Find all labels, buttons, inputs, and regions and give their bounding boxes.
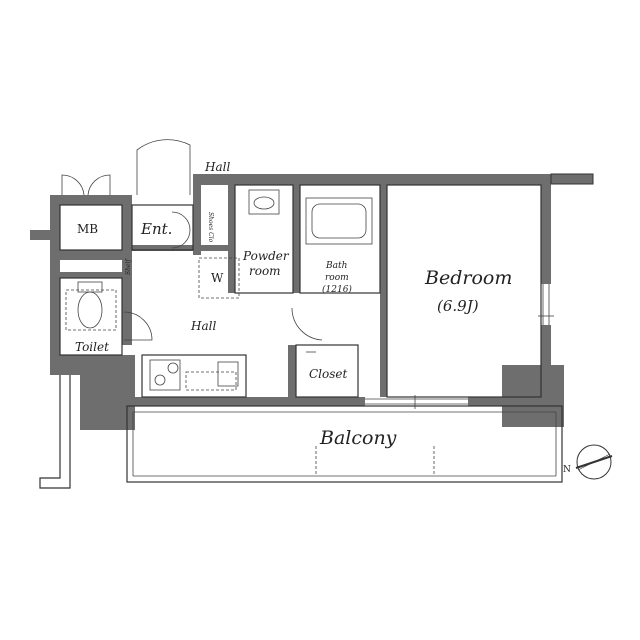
bath-label-1: Bath (325, 261, 347, 271)
compass-icon: N (563, 444, 613, 480)
walls (30, 173, 594, 430)
hall-top-label: Hall (204, 160, 230, 174)
bedroom-size-label: (6.9J) (437, 297, 479, 315)
room-labels: Hall MB Ent. Shoes Clo Shelf Powder room… (75, 160, 512, 449)
w-label: W (211, 271, 224, 285)
shelf-label: Shelf (125, 258, 132, 275)
bedroom-label: Bedroom (424, 267, 512, 289)
balcony-label: Balcony (319, 427, 397, 449)
shoes-clo-label: Shoes Clo (207, 212, 214, 243)
closet-label: Closet (309, 367, 348, 381)
bath-label-3: (1216) (322, 284, 352, 295)
ent-label: Ent. (140, 220, 172, 238)
powder-room-label-1: Powder (242, 249, 290, 263)
mb-label: MB (77, 222, 98, 236)
powder-room-label-2: room (249, 264, 281, 278)
outlines (39, 139, 563, 489)
bath-label-2: room (325, 273, 349, 283)
compass-n-label: N (563, 465, 571, 475)
toilet-label: Toilet (75, 340, 109, 354)
hall-main-label: Hall (190, 319, 216, 333)
